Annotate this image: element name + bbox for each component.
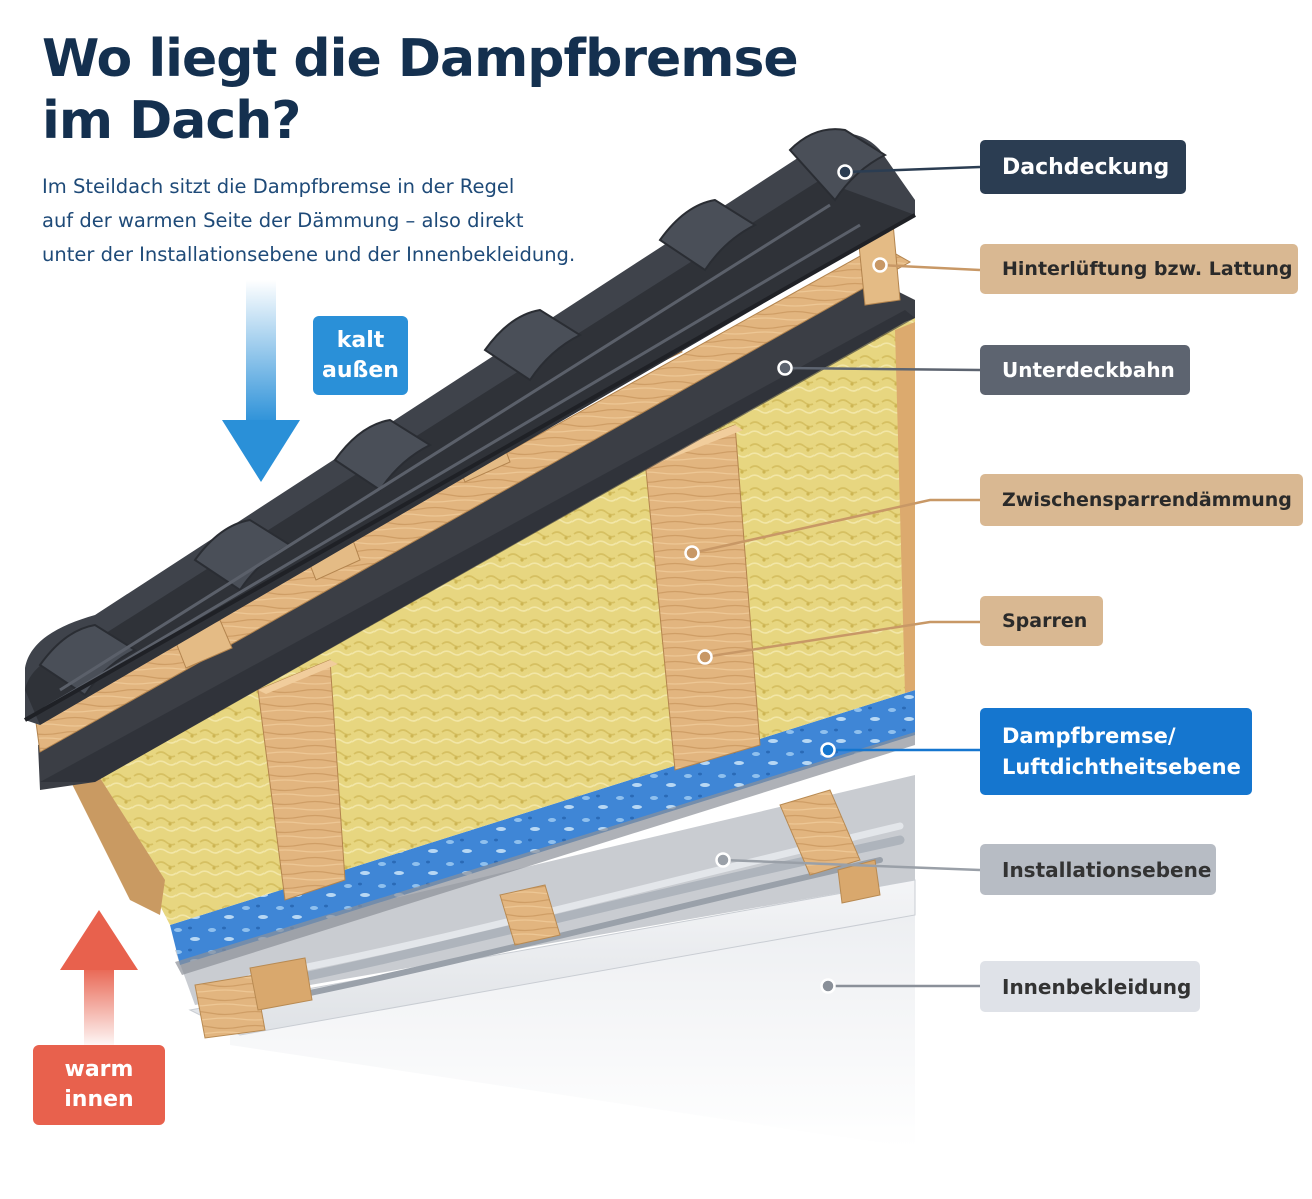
dot-innenbekleidung [820,978,836,994]
label-unterdeckbahn: Unterdeckbahn [980,345,1190,395]
dot-lattung [872,257,888,273]
label-text: Sparren [1002,610,1088,632]
intro-line-1: Im Steildach sitzt die Dampfbremse in de… [42,175,515,198]
label-text-line-1: Dampfbremse/ [1002,723,1176,748]
title-line-2: im Dach? [42,91,301,151]
label-text: Zwischensparrendämmung [1002,489,1292,511]
label-lattung: Hinterlüftung bzw. Lattung [980,244,1298,294]
intro-line-2: auf der warmen Seite der Dämmung – also … [42,209,524,232]
warm-badge-line-1: warm [64,1057,134,1082]
counter-batten [34,244,912,753]
batten [194,974,266,1039]
dot-dachdeckung [837,164,853,180]
batten [499,884,561,946]
cold-badge-line-1: kalt [336,327,385,353]
dot-dampfbremse [820,742,836,758]
warm-arrow [60,910,138,1050]
page-title: Wo liegt die Dampfbremse im Dach? [42,28,799,152]
batten [779,789,861,876]
dot-unterdeckbahn [777,360,793,376]
label-sparren: Sparren [980,596,1103,646]
label-text-line-2: Luftdichtheitsebene [1002,754,1241,779]
intro-text: Im Steildach sitzt die Dampfbremse in de… [42,170,622,272]
intro-line-3: unter der Installationsebene und der Inn… [42,243,576,266]
vapor-barrier-membrane [170,690,915,965]
label-text: Hinterlüftung bzw. Lattung [1002,258,1293,280]
vapor-barrier-edge [175,732,915,975]
cold-badge-line-2: außen [322,357,399,383]
batten [837,859,881,904]
label-installationsebene: Installationsebene [980,844,1216,895]
roof-layers [24,128,916,1039]
label-text: Dachdeckung [1002,154,1170,180]
label-text: Innenbekleidung [1002,974,1192,999]
label-text: Installationsebene [1002,857,1212,882]
roof-tiles [24,128,916,725]
label-dachdeckung: Dachdeckung [980,140,1186,194]
cable [297,857,883,998]
cold-arrow [222,280,300,482]
warm-inside-badge: warm innen [33,1045,165,1125]
batten [249,957,313,1011]
dot-daemmung [684,545,700,561]
label-dampfbremse: Dampfbremse/ Luftdichtheitsebene [980,708,1252,795]
dot-sparren [697,649,713,665]
leader-dots [684,164,888,994]
leader-lines [691,165,981,988]
dot-installation [715,852,731,868]
warm-badge-line-2: innen [64,1087,134,1112]
title-line-1: Wo liegt die Dampfbremse [42,29,799,89]
underlay-membrane [38,280,915,790]
label-text: Unterdeckbahn [1002,358,1175,382]
interior-wall [230,905,915,1148]
label-zwischensparrendaemmung: Zwischensparrendämmung [980,474,1303,526]
label-innenbekleidung: Innenbekleidung [980,961,1200,1012]
cold-outside-badge: kalt außen [313,316,408,395]
